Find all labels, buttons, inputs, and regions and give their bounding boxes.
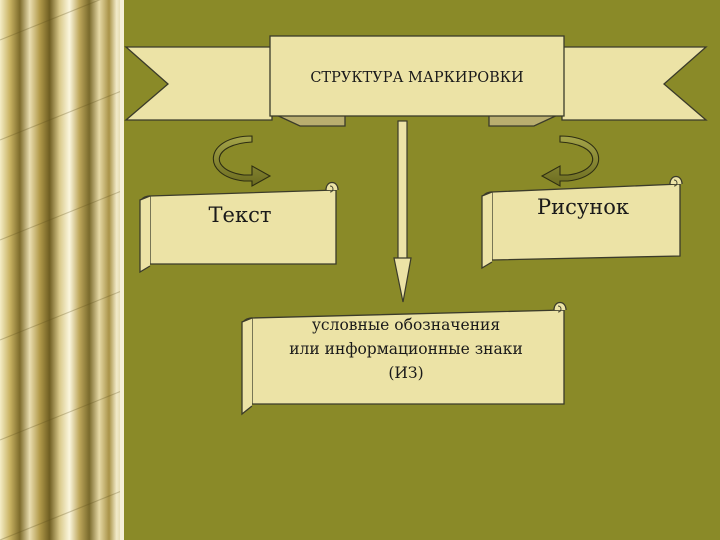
curved-arrow-left-icon [212,135,272,187]
node-picture-label: Рисунок [537,195,629,219]
scroll-picture [481,175,683,270]
curved-arrow-right-icon [540,135,600,187]
node-text-label: Текст [209,203,272,227]
node-signs-line-3: (ИЗ) [388,364,423,382]
scroll-signs [241,301,567,416]
scroll-text [139,181,339,274]
gold-border-decoration [0,0,125,540]
diagram-title: СТРУКТУРА МАРКИРОВКИ [310,70,523,86]
node-signs-line-1: условные обозначения [312,316,500,334]
down-arrow [393,120,412,303]
node-signs-line-2: или информационные знаки [289,340,523,358]
title-banner [124,35,708,127]
